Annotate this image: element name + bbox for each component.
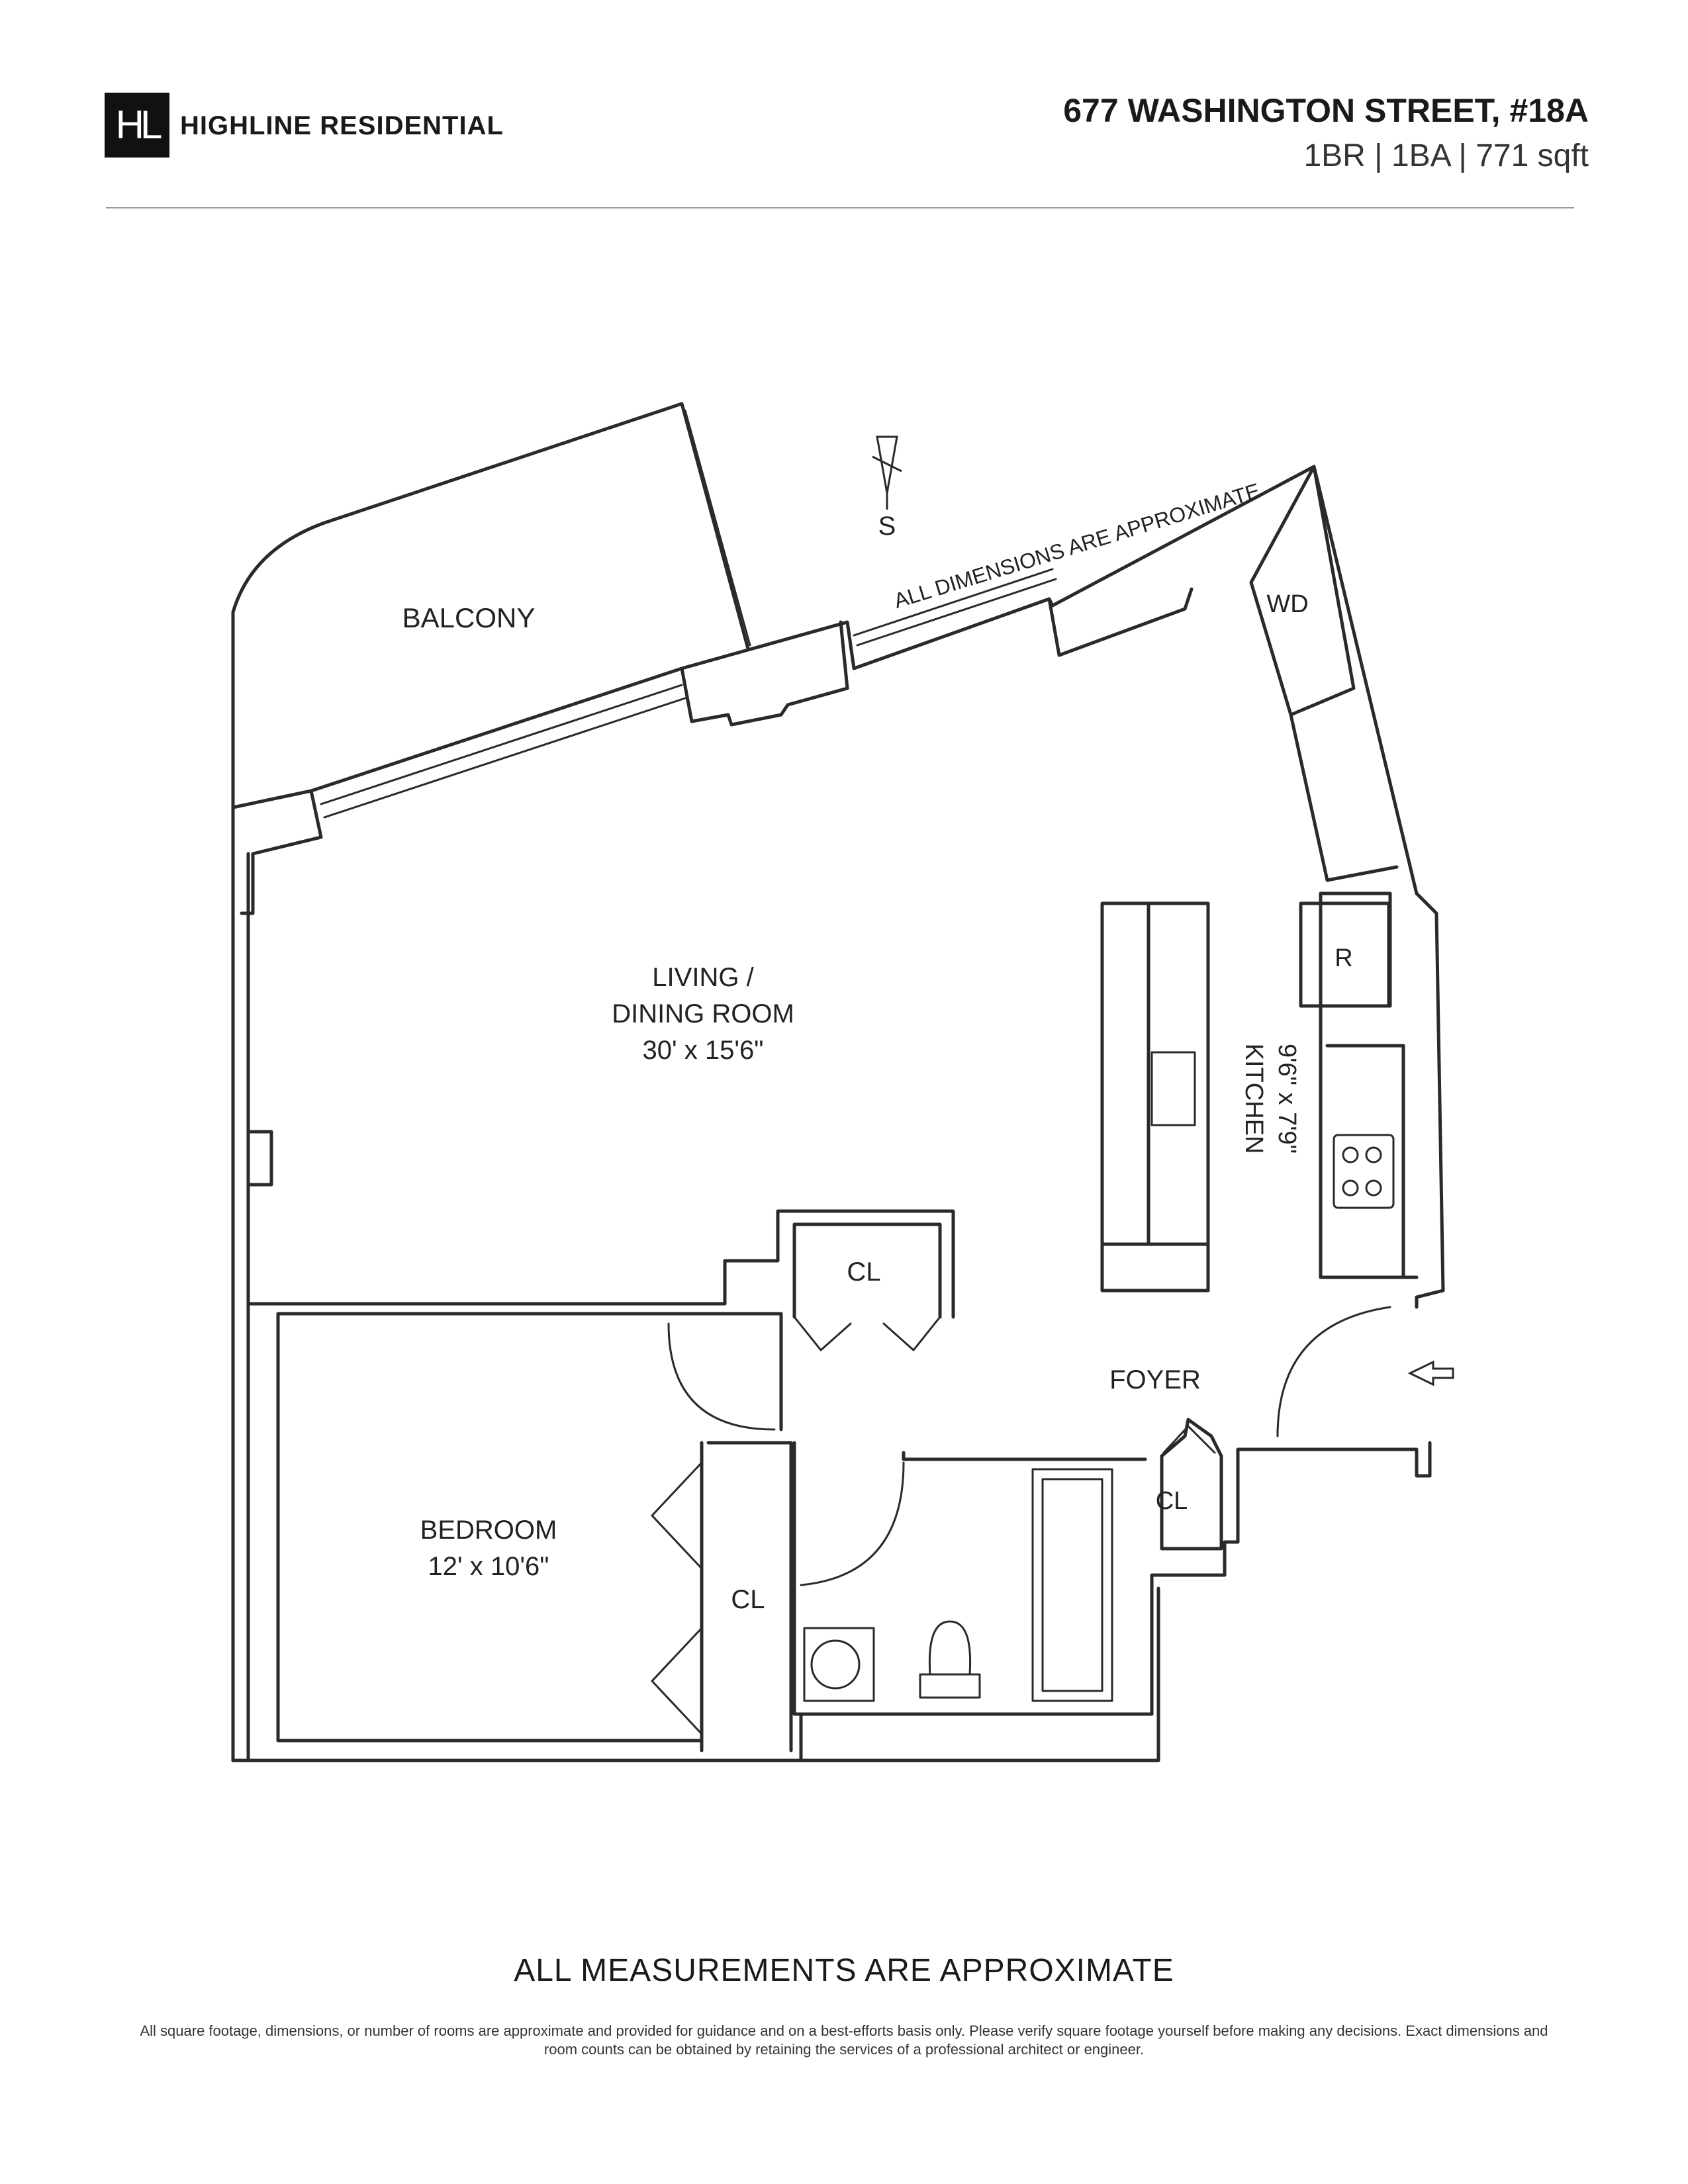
brand-name: HIGHLINE RESIDENTIAL — [180, 111, 504, 140]
kitchen-island — [1100, 901, 1210, 1293]
compass-label: S — [878, 512, 896, 541]
closet-door-bedroom — [651, 1461, 703, 1735]
closet-label-living: CL — [847, 1257, 880, 1287]
room-dims-bedroom: 12' x 10'6" — [428, 1552, 549, 1581]
refrigerator-label: R — [1335, 944, 1352, 972]
balcony-outline — [231, 402, 750, 809]
room-dims-living: 30' x 15'6" — [643, 1036, 764, 1065]
kitchen-sink — [1150, 1051, 1196, 1126]
listing-specs: 1BR | 1BA | 771 sqft — [1303, 138, 1589, 173]
measurement-notice: ALL MEASUREMENTS ARE APPROXIMATE — [514, 1953, 1174, 1988]
disclaimer-text: All square footage, dimensions, or numbe… — [140, 2023, 1548, 2058]
bedroom-wall — [231, 1312, 803, 1762]
balcony-railing — [684, 409, 751, 647]
refrigerator-outline — [1299, 901, 1391, 1008]
bedroom-door-swing — [667, 1322, 776, 1431]
header-divider — [106, 207, 1574, 208]
bathtub — [1031, 1468, 1113, 1702]
column-pier-kitchen — [1047, 587, 1194, 657]
exterior-wall-east — [1415, 891, 1445, 1309]
room-dims-kitchen: 9'6" x 7'9" — [1273, 1044, 1301, 1154]
entry-arrow-icon — [1407, 1360, 1454, 1387]
room-label-foyer: FOYER — [1109, 1365, 1201, 1394]
closet-door-living — [793, 1316, 941, 1351]
compass-icon — [872, 435, 902, 510]
wd-closet — [1249, 465, 1399, 882]
column-pier — [680, 620, 849, 727]
room-label-dining: DINING ROOM — [612, 999, 794, 1028]
vanity-sink — [810, 1639, 861, 1690]
exterior-wall-west — [231, 805, 250, 1762]
window-sill-kitchen — [853, 568, 1057, 647]
brand-logo: HL — [105, 93, 169, 158]
bathroom-wall — [792, 1441, 1432, 1762]
window-sill-living — [320, 684, 686, 819]
burner — [1342, 1146, 1359, 1163]
washer-dryer-label: WD — [1266, 590, 1308, 618]
toilet — [919, 1620, 981, 1699]
cooktop — [1333, 1134, 1395, 1209]
closet-foyer — [1160, 1418, 1223, 1551]
room-label-balcony: BALCONY — [402, 602, 536, 633]
room-label-kitchen: KITCHEN — [1240, 1044, 1268, 1154]
partition-living-bedroom — [246, 1209, 955, 1319]
closet-label-foyer: CL — [1156, 1487, 1188, 1515]
vanity — [803, 1627, 875, 1702]
burner — [1365, 1146, 1382, 1163]
bathroom-door-swing — [800, 1461, 905, 1586]
burner — [1342, 1179, 1359, 1197]
room-label-bedroom: BEDROOM — [420, 1516, 557, 1545]
exterior-wall-top — [231, 465, 1419, 915]
burner — [1365, 1179, 1382, 1197]
closet-label-bedroom: CL — [731, 1585, 765, 1614]
entry-door-swing — [1276, 1306, 1391, 1437]
room-label-living: LIVING / — [652, 963, 754, 992]
logo-mark: HL — [115, 103, 163, 147]
column-west — [246, 1130, 273, 1187]
listing-address: 677 WASHINGTON STREET, #18A — [1063, 92, 1589, 129]
closet-door-foyer — [1162, 1425, 1216, 1454]
header: HL HIGHLINE RESIDENTIAL 677 WASHINGTON S… — [0, 0, 1688, 218]
